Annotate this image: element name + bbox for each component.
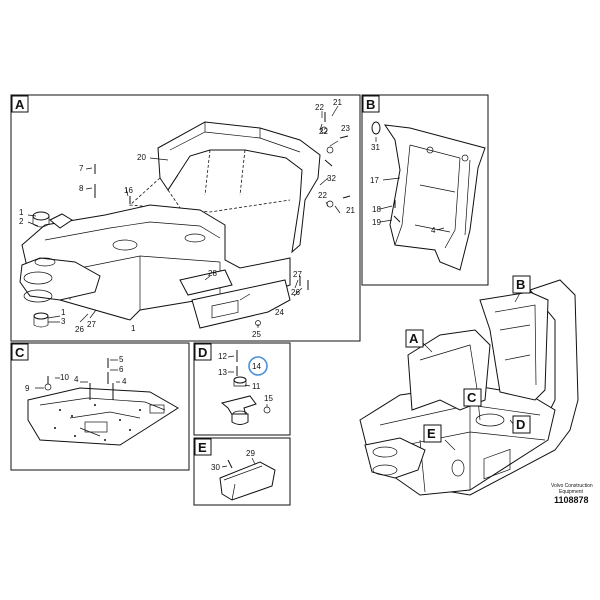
svg-text:22: 22 (318, 191, 327, 200)
footer: Volvo Construction Equipment 1108878 (551, 483, 593, 505)
svg-text:32: 32 (327, 174, 336, 183)
highlighted-part-number: 14 (252, 362, 261, 371)
svg-text:7: 7 (79, 164, 84, 173)
panel-e-frame (193, 437, 291, 506)
svg-text:11: 11 (252, 382, 261, 391)
svg-text:9: 9 (25, 384, 30, 393)
overview-cab (479, 291, 549, 401)
brand-line2: Equipment (559, 489, 584, 495)
panel-b-label-box (362, 95, 380, 113)
svg-text:19: 19 (372, 218, 381, 227)
svg-text:1: 1 (19, 208, 24, 217)
panel-d: D 12 14 13 11 15 (193, 342, 291, 436)
panel-b-callouts: 31 17 18 19 4 (370, 143, 436, 235)
svg-text:16: 16 (124, 186, 133, 195)
panel-e-callouts: 29 30 (211, 449, 255, 472)
svg-text:5: 5 (119, 355, 124, 364)
svg-text:22: 22 (315, 103, 324, 112)
svg-text:22: 22 (319, 127, 328, 136)
cab-frame (383, 124, 486, 271)
svg-text:18: 18 (372, 205, 381, 214)
panel-d-label: D (198, 345, 207, 360)
panel-e-label-box (194, 438, 212, 456)
overview-label-c: C (467, 390, 477, 405)
panel-c-label-box (11, 343, 29, 361)
svg-text:2: 2 (19, 217, 24, 226)
panel-e-label: E (198, 440, 207, 455)
cover-plate (191, 279, 291, 329)
panel-a: A (10, 94, 361, 342)
overview-label-b: B (516, 277, 525, 292)
panel-d-label-box (194, 343, 212, 361)
panel-d-callouts: 12 14 13 11 15 (218, 352, 273, 403)
svg-text:25: 25 (252, 330, 261, 339)
svg-text:8: 8 (79, 184, 84, 193)
overview-label-e: E (427, 426, 436, 441)
overview-label-a: A (409, 331, 419, 346)
cover-panel (219, 461, 276, 501)
panel-c: C 5 6 10 4 4 9 (10, 342, 190, 471)
reference-number: 1108878 (554, 495, 589, 505)
svg-text:27: 27 (293, 270, 302, 279)
svg-text:17: 17 (370, 176, 379, 185)
floor-plate (27, 387, 179, 446)
panel-b: B 31 17 18 19 4 (361, 94, 489, 286)
svg-text:31: 31 (371, 143, 380, 152)
panel-c-frame (10, 342, 190, 471)
svg-text:23: 23 (341, 124, 350, 133)
svg-text:3: 3 (61, 317, 66, 326)
counterweight-shroud (157, 121, 321, 254)
svg-text:13: 13 (218, 368, 227, 377)
svg-text:26: 26 (75, 325, 84, 334)
svg-text:12: 12 (218, 352, 227, 361)
svg-text:21: 21 (346, 206, 355, 215)
panel-a-frame (10, 94, 361, 342)
svg-text:29: 29 (246, 449, 255, 458)
svg-text:6: 6 (119, 365, 124, 374)
panel-c-label: C (15, 345, 25, 360)
brand-line1: Volvo Construction (551, 483, 593, 489)
svg-text:4: 4 (431, 226, 436, 235)
svg-text:30: 30 (211, 463, 220, 472)
svg-text:1: 1 (61, 308, 66, 317)
svg-text:15: 15 (264, 394, 273, 403)
panel-a-label-box (11, 95, 29, 113)
highlight-ring (248, 356, 268, 376)
overview-label-d: D (516, 417, 525, 432)
svg-text:4: 4 (122, 377, 127, 386)
svg-text:26: 26 (291, 288, 300, 297)
svg-text:24: 24 (275, 308, 284, 317)
overview-assembly: A B C D E (359, 275, 579, 496)
svg-text:10: 10 (60, 373, 69, 382)
panel-e: E 29 30 (193, 437, 291, 506)
svg-text:20: 20 (137, 153, 146, 162)
svg-text:1: 1 (131, 324, 136, 333)
panel-a-label: A (15, 97, 25, 112)
panel-d-frame (193, 342, 291, 436)
panel-c-callouts: 5 6 10 4 4 9 (25, 355, 127, 393)
panel-b-frame (361, 94, 489, 286)
panel-a-callouts: 22 21 22 23 20 7 8 16 32 22 21 1 2 28 27… (19, 98, 355, 339)
svg-text:28: 28 (208, 269, 217, 278)
svg-text:4: 4 (74, 375, 79, 384)
panel-b-label: B (366, 97, 375, 112)
svg-text:27: 27 (87, 320, 96, 329)
svg-text:21: 21 (333, 98, 342, 107)
